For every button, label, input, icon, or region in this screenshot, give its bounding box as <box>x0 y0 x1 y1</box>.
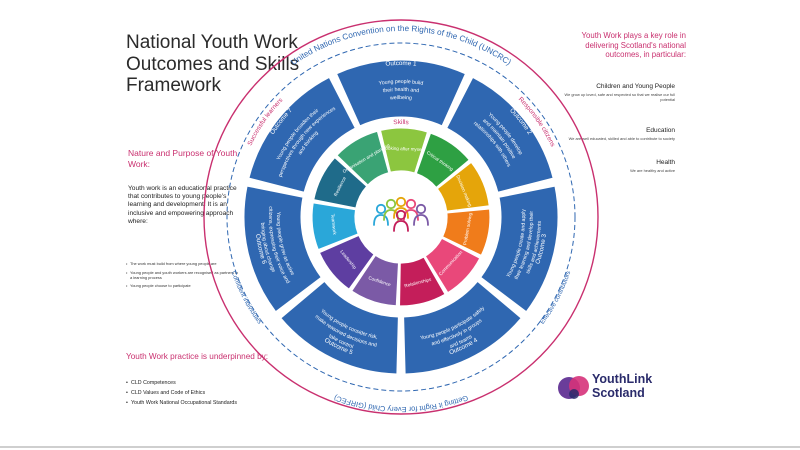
girfec-label: Getting it Right for Every Child (GIRFEC… <box>333 393 470 414</box>
outcome-segment <box>446 76 554 193</box>
national-outcome-title: Health <box>656 159 675 166</box>
skill-segment <box>436 161 490 212</box>
outcome-segment <box>248 76 356 193</box>
practice-item: CLD Values and Code of Ethics <box>126 390 237 397</box>
outcome-segment <box>403 280 522 375</box>
outcome-text: Young people build <box>378 79 423 87</box>
outcome-text: their health and <box>383 87 420 94</box>
skill-segment <box>311 202 359 251</box>
national-outcome-title: Education <box>646 127 675 134</box>
dashed-ring <box>226 42 576 392</box>
outcome-segment <box>335 59 467 127</box>
logo-line2: Scotland <box>592 385 645 400</box>
nature-heading: Nature and Purpose of Youth Work: <box>128 148 238 169</box>
practice-item: Youth Work National Occupational Standar… <box>126 400 237 407</box>
skill-segment <box>312 156 368 209</box>
skill-label: Looking after myself <box>383 146 425 152</box>
outer-ring <box>203 19 599 415</box>
skill-label: Problem solving <box>462 212 473 245</box>
centre-circle <box>356 172 446 262</box>
youthlink-logo <box>558 376 589 399</box>
conditions-list: The work must build from where young peo… <box>126 261 238 293</box>
practice-list: CLD Competences CLD Values and Code of E… <box>126 380 237 410</box>
national-outcome-text: We grow up loved, safe and respected so … <box>564 92 675 102</box>
skills-label: Skills <box>393 119 410 126</box>
skill-segment <box>441 208 491 257</box>
logo-line1: YouthLink <box>592 372 653 386</box>
outcome-text: wellbeing <box>390 95 412 101</box>
practice-heading: Youth Work practice is underpinned by: <box>126 352 269 361</box>
national-outcome-children: Children and Young People We grow up lov… <box>555 83 675 102</box>
national-outcome-text: We are well educated, skilled and able t… <box>568 136 675 141</box>
condition-item: The work must build from where young peo… <box>126 261 238 267</box>
skill-segment <box>415 132 471 189</box>
people-icon <box>373 196 429 232</box>
logo-circle-navy-icon <box>569 389 579 399</box>
national-outcome-health: Health We are healthy and active <box>555 159 675 173</box>
skill-segment <box>350 254 400 307</box>
national-outcome-education: Education We are well educated, skilled … <box>555 127 675 141</box>
skill-segment <box>379 127 429 174</box>
skill-segment <box>336 130 390 186</box>
skill-segment <box>398 256 446 307</box>
page-title: National Youth Work Outcomes and Skills … <box>126 32 300 96</box>
outcome-segment <box>243 185 322 313</box>
practice-item: CLD Competences <box>126 380 237 387</box>
condition-item: Young people choose to participate <box>126 284 238 289</box>
skill-segment <box>424 237 481 294</box>
logo-text: YouthLink Scotland <box>592 372 653 400</box>
nature-body: Youth work is an educational practice th… <box>128 185 237 225</box>
skill-segment <box>318 234 375 291</box>
national-outcome-text: We are healthy and active <box>630 168 675 173</box>
outcome-segment <box>480 185 559 313</box>
national-outcomes-heading: Youth Work plays a key role in deliverin… <box>581 31 686 60</box>
skill-label: Relationships <box>404 277 433 289</box>
condition-item: Young people and youth workers are recog… <box>126 270 238 281</box>
outcome-segment <box>280 280 399 375</box>
skill-label: Teamwork <box>330 214 337 236</box>
bottom-divider <box>0 446 800 448</box>
outcome-number: Outcome 1 <box>385 60 417 68</box>
national-outcome-title: Children and Young People <box>596 83 675 90</box>
